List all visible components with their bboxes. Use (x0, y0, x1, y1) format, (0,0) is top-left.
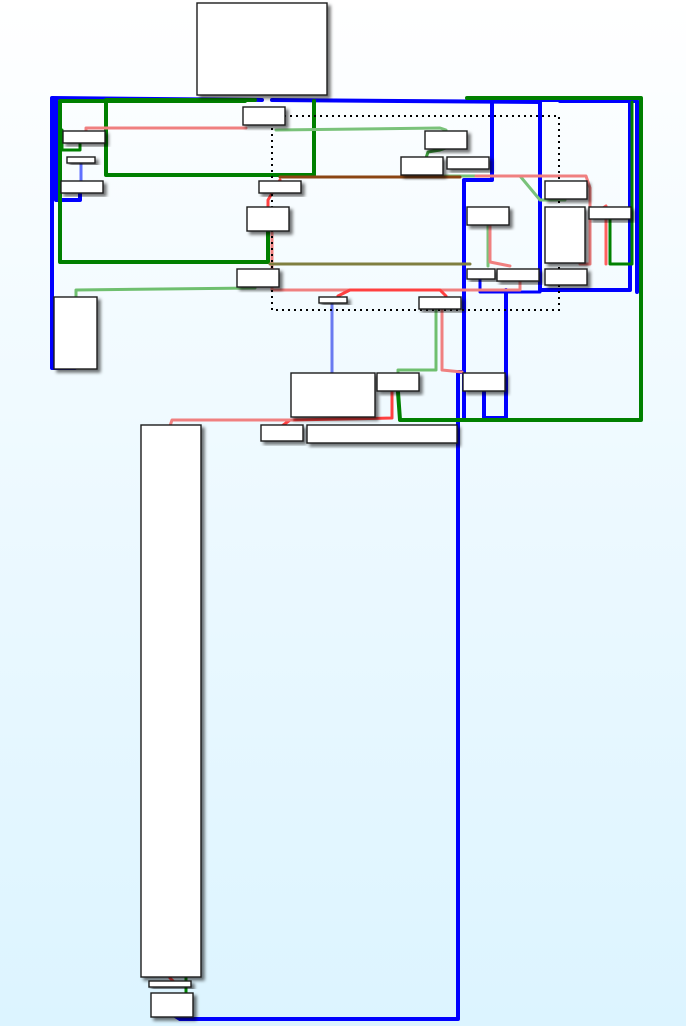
block-mid-c[interactable] (236, 268, 280, 288)
block-mid-a[interactable] (258, 180, 302, 194)
block-center-large[interactable] (290, 372, 376, 418)
block-long-column[interactable] (140, 424, 202, 978)
block-center-b[interactable] (376, 372, 420, 392)
block-right-c[interactable] (446, 156, 490, 170)
block-lower-a[interactable] (260, 424, 304, 442)
block-right-j[interactable] (418, 296, 462, 310)
block-exit[interactable] (150, 992, 194, 1018)
edge-blue-inner-right (558, 99, 639, 294)
edge-red-center (336, 288, 448, 298)
block-dispatch[interactable] (242, 106, 286, 126)
block-mid-d[interactable] (318, 296, 348, 304)
block-right-i[interactable] (544, 268, 588, 286)
entry-block[interactable] (196, 2, 328, 96)
edge-blue-right-lower (478, 278, 542, 294)
edge-red-down-c (168, 418, 294, 428)
edge-red-down-a (440, 308, 464, 374)
block-left-tall[interactable] (53, 296, 98, 370)
block-right-h[interactable] (496, 268, 540, 282)
edge-green-right-inner (608, 100, 634, 266)
block-right-e[interactable] (544, 180, 588, 200)
nodes[interactable] (53, 2, 632, 1018)
block-left-a[interactable] (62, 130, 106, 144)
block-left-c[interactable] (60, 180, 104, 194)
edge-green-left-stub (60, 128, 82, 152)
block-right-g[interactable] (466, 268, 496, 280)
block-left-b[interactable] (66, 156, 96, 164)
edge-red-mid-b (270, 230, 522, 292)
block-right-a[interactable] (424, 130, 468, 150)
block-center-c[interactable] (462, 372, 506, 392)
edge-red-top-a (84, 126, 248, 134)
block-right-tall[interactable] (544, 206, 586, 264)
edge-green-down-a (396, 308, 438, 376)
edge-green-right-outer (396, 96, 643, 422)
edge-blue-mid-column (462, 102, 494, 420)
block-right-f[interactable] (588, 206, 632, 220)
edge-blue-long-return (170, 370, 464, 1021)
edge-green-left-rect (58, 99, 270, 264)
edge-green-mid-a (274, 126, 448, 132)
edge-blue-left-small (54, 98, 82, 202)
block-right-b[interactable] (400, 156, 444, 176)
edge-green-left-long (74, 286, 257, 300)
block-lower-wide[interactable] (306, 424, 458, 444)
edge-red-down-b (280, 390, 394, 428)
block-bottom-a[interactable] (148, 980, 192, 988)
block-right-d[interactable] (466, 206, 510, 226)
block-mid-b[interactable] (246, 206, 290, 232)
edge-red-right-c (488, 224, 512, 268)
edge-red-right-a (474, 174, 592, 266)
